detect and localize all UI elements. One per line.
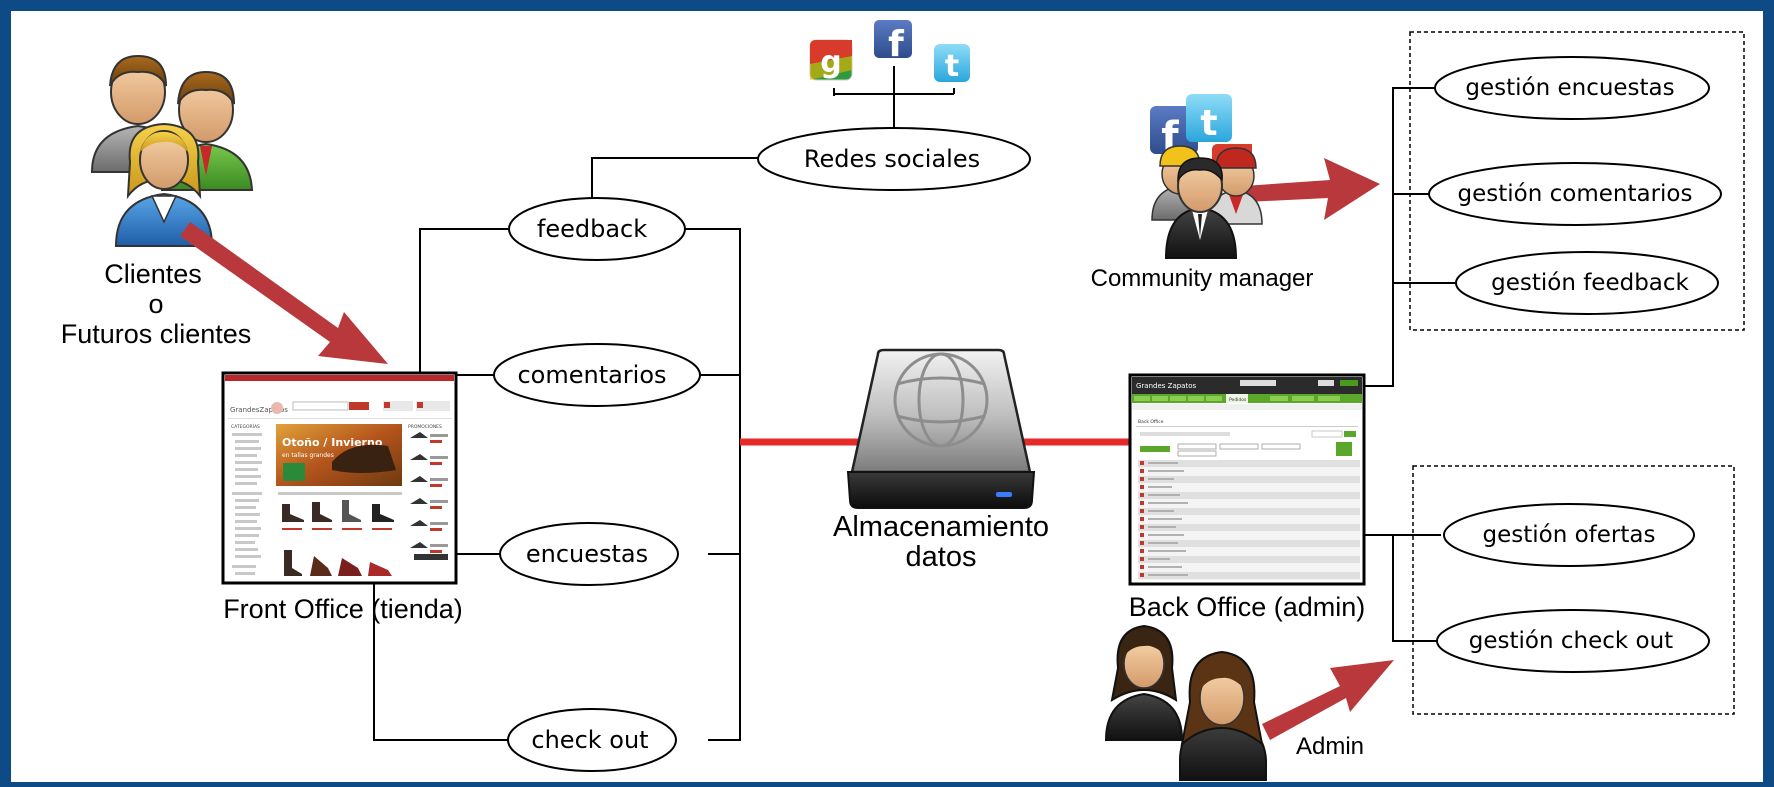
front-office-screenshot: GrandesZapatos CATEGORÍAS Otoño / Invier… [221,371,458,585]
node-feedback: feedback [508,197,686,261]
store-promo-title: PROMOCIONES [408,424,442,430]
clients-line-2: o [148,289,163,319]
admin-task-nodes: gestión ofertas gestión check out [1436,503,1710,673]
community-manager-icon: f t [1150,94,1263,259]
node-gestion-encuestas-label: gestión encuestas [1465,75,1674,101]
link-front-feedback [419,228,510,372]
node-checkout: check out [507,708,677,772]
admin-section-title: Back Office [1138,419,1164,425]
admin-arrow-icon [1262,660,1394,740]
store-banner-title: Otoño / Invierno [282,436,383,449]
community-manager-label: Community manager [1091,265,1314,292]
node-gestion-comentarios-label: gestión comentarios [1458,181,1693,207]
svg-text:t: t [1200,103,1217,144]
svg-text:t: t [945,49,959,84]
storage-label: Almacenamiento datos [833,511,1049,573]
storage-drive-icon [846,348,1036,509]
svg-text:f: f [888,24,904,65]
link-back-cm-tasks [1364,87,1435,387]
google-icon: g [809,39,853,81]
admin-icon [1104,624,1267,781]
admin-tabs [1134,396,1340,401]
admin-header-title: Grandes Zapatos [1136,382,1196,390]
admin-tab-active: Pedidos [1229,397,1247,403]
store-sidebar-title: CATEGORÍAS [231,423,260,430]
back-office-caption: Back Office (admin) [1129,592,1366,622]
node-gestion-checkout: gestión check out [1436,609,1710,673]
node-comentarios: comentarios [493,343,701,407]
storage-globe [893,352,989,448]
cm-twitter-icon [1186,94,1232,142]
node-redes-sociales: Redes sociales [757,127,1031,191]
node-gestion-encuestas: gestión encuestas [1434,56,1710,120]
link-front-checkout [373,580,508,741]
cm-task-nodes: gestión encuestas gestión comentarios ge… [1428,56,1722,315]
clients-line-3: Futuros clientes [61,319,252,349]
facebook-icon: f [874,20,912,65]
store-logo: GrandesZapatos [230,406,288,414]
node-checkout-label: check out [531,726,648,754]
channel-nodes: feedback comentarios encuestas check out… [493,127,1031,772]
store-logo-icon [271,402,283,414]
store-banner-subtitle: en tallas grandes [282,452,334,459]
front-office-caption: Front Office (tienda) [223,594,463,624]
channel-bracket [685,228,741,741]
link-feedback-redes [591,157,758,198]
clients-line-1: Clientes [104,259,202,289]
node-gestion-feedback-label: gestión feedback [1491,270,1689,296]
social-icons: g f t [809,20,970,84]
clients-label: Clientes o Futuros clientes [61,259,252,349]
node-encuestas: encuestas [499,522,679,586]
storage-line-1: Almacenamiento [833,511,1049,543]
store-sidebar-items [232,433,262,575]
node-redes-sociales-label: Redes sociales [804,145,980,173]
store-promo-items [410,432,448,560]
clients-arrow-icon [180,222,388,364]
back-office-screenshot: Grandes Zapatos Pedidos Back Office [1128,373,1366,586]
node-gestion-feedback: gestión feedback [1455,251,1719,315]
connector-lines [373,66,1455,741]
node-gestion-ofertas: gestión ofertas [1443,503,1695,567]
node-encuestas-label: encuestas [526,540,648,568]
node-gestion-ofertas-label: gestión ofertas [1483,522,1656,548]
clients-icon [90,54,254,247]
cm-arrow-icon [1244,158,1380,220]
admin-label: Admin [1296,733,1364,760]
node-gestion-comentarios: gestión comentarios [1428,162,1722,226]
admin-table-rows [1138,460,1360,580]
node-comentarios-label: comentarios [517,361,666,389]
node-feedback-label: feedback [537,215,647,243]
admin-tasks-group [1412,465,1735,715]
storage-line-2: datos [906,541,977,573]
svg-text:g: g [820,45,841,80]
store-products [282,500,394,522]
arrow-icons [180,158,1394,740]
store-search-input [292,401,349,411]
node-gestion-checkout-label: gestión check out [1469,628,1673,654]
cm-tasks-group [1409,31,1745,331]
twitter-icon: t [934,44,970,84]
